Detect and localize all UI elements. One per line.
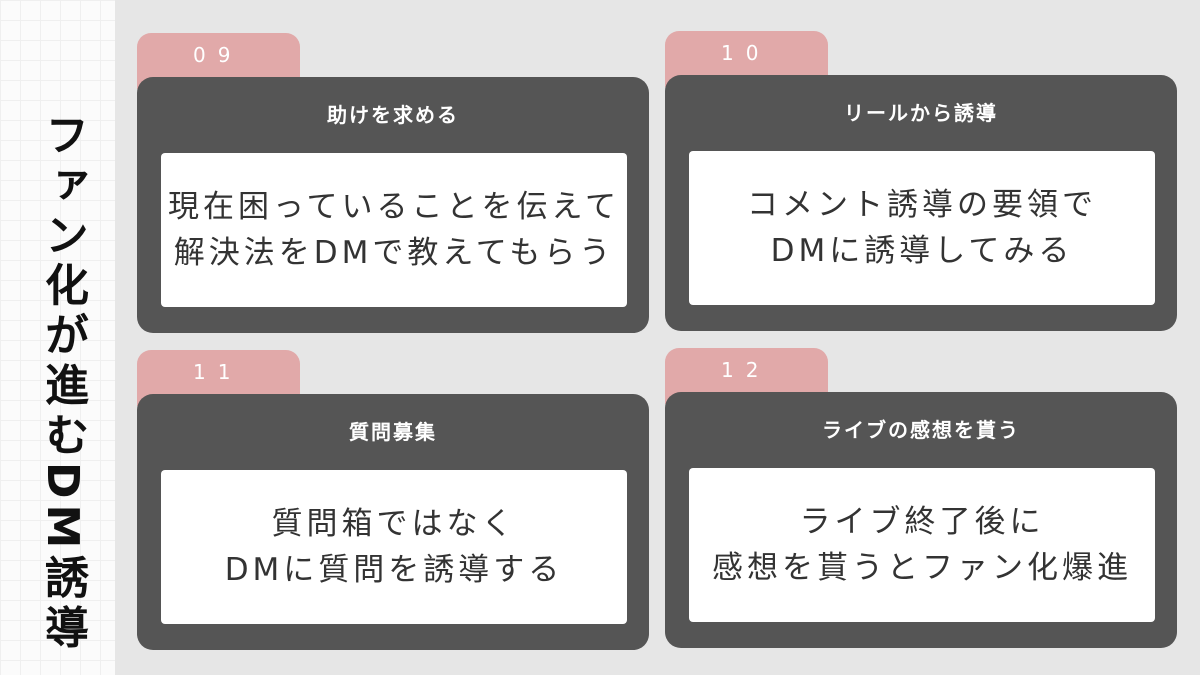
card-panel: リールから誘導 コメント誘導の要領で DMに誘導してみる: [665, 75, 1177, 331]
card-content: コメント誘導の要領で DMに誘導してみる: [689, 151, 1155, 305]
card-title: 質問募集: [349, 420, 437, 444]
card-content-line: DMに誘導してみる: [770, 233, 1074, 269]
card-grid: 09 助けを求める 現在困っていることを伝えて 解決法をDMで教えてもらう 10…: [115, 0, 1200, 675]
card-content-line: ライブ終了後に: [799, 504, 1045, 540]
card-12: 12 ライブの感想を貰う ライブ終了後に 感想を貰うとファン化爆進: [665, 348, 1177, 648]
card-content-line: 現在困っていることを伝えて: [168, 189, 620, 225]
card-content-line: 感想を貰うとファン化爆進: [712, 550, 1132, 586]
card-panel: 助けを求める 現在困っていることを伝えて 解決法をDMで教えてもらう: [137, 77, 649, 333]
card-09: 09 助けを求める 現在困っていることを伝えて 解決法をDMで教えてもらう: [137, 33, 649, 333]
card-panel: 質問募集 質問箱ではなく DMに質問を誘導する: [137, 394, 649, 650]
card-content-line: DMに質問を誘導する: [224, 552, 564, 588]
card-content-line: コメント誘導の要領で: [747, 187, 1097, 223]
card-10: 10 リールから誘導 コメント誘導の要領で DMに誘導してみる: [665, 31, 1177, 331]
card-title: 助けを求める: [327, 103, 459, 127]
card-content: 質問箱ではなく DMに質問を誘導する: [161, 470, 627, 624]
card-content-line: 解決法をDMで教えてもらう: [173, 235, 615, 271]
page-title: ファン化が進むDM誘導: [37, 112, 88, 655]
card-content: ライブ終了後に 感想を貰うとファン化爆進: [689, 468, 1155, 622]
card-content-line: 質問箱ではなく: [271, 506, 517, 542]
card-panel: ライブの感想を貰う ライブ終了後に 感想を貰うとファン化爆進: [665, 392, 1177, 648]
card-11: 11 質問募集 質問箱ではなく DMに質問を誘導する: [137, 350, 649, 650]
card-title: リールから誘導: [844, 101, 998, 125]
card-content: 現在困っていることを伝えて 解決法をDMで教えてもらう: [161, 153, 627, 307]
card-title: ライブの感想を貰う: [822, 418, 1020, 442]
sidebar: ファン化が進むDM誘導: [0, 0, 115, 675]
